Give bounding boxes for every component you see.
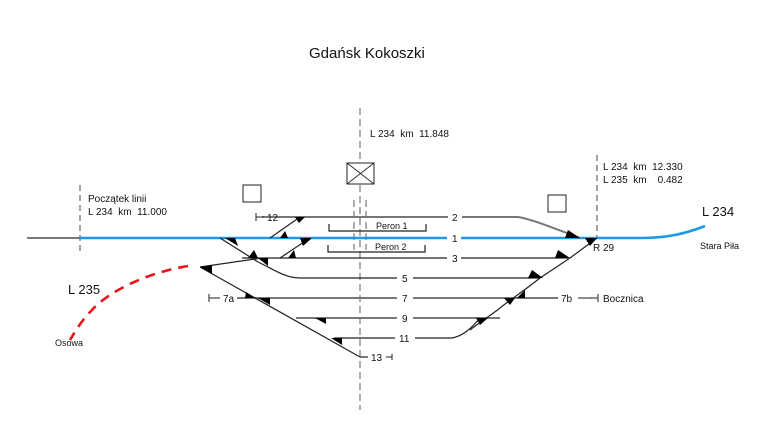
signal-r29-label: R 29: [593, 243, 615, 254]
signal-box-east-icon: [547, 194, 567, 213]
track-label-3: 3: [452, 254, 458, 265]
stara-pila-label: Stara Piła: [700, 241, 739, 251]
track-label-7b: 7b: [561, 294, 573, 305]
km-center-label: L 234 km 11.848: [370, 129, 449, 140]
crossover-1-3-west: [219, 237, 259, 263]
siding-label: Bocznica: [603, 294, 644, 305]
track-5: [257, 261, 540, 279]
line-l235-label: L 235: [68, 282, 100, 297]
track-label-11: 11: [399, 334, 410, 345]
switch-icon: [555, 250, 570, 258]
crossover-1-12: [269, 216, 301, 239]
km-end-label-2: L 235 km 0.482: [603, 175, 683, 186]
track-label-7a: 7a: [223, 294, 235, 305]
track-label-1: 1: [452, 234, 458, 245]
switch-icon: [245, 292, 255, 298]
switch-icon: [476, 318, 488, 325]
switch-icon: [200, 265, 212, 274]
track-label-5: 5: [402, 274, 408, 285]
osowa-label: Osowa: [55, 338, 83, 348]
switch-icon: [517, 290, 525, 298]
switch-icon: [331, 338, 342, 345]
km-end-label-1: L 234 km 12.330: [603, 162, 683, 173]
track-1-main-line: [80, 224, 706, 240]
switch-icon: [280, 231, 288, 238]
track-label-7: 7: [402, 294, 408, 305]
track-11: [334, 317, 481, 339]
platform-1-label: Peron 1: [376, 221, 408, 231]
switch-icon: [528, 270, 543, 278]
switch-icon: [225, 238, 238, 246]
diagonal-ladder-east: [469, 237, 598, 331]
diagonal-ladder-west: [199, 266, 361, 358]
switch-icon: [258, 258, 268, 266]
switch-icon: [585, 238, 597, 246]
switch-icon: [295, 217, 305, 223]
platform-1: [328, 224, 427, 232]
platform-2-label: Peron 2: [375, 242, 407, 252]
station-title: Gdańsk Kokoszki: [309, 45, 425, 62]
switch-icon: [315, 318, 326, 324]
line-l234-label: L 234: [702, 204, 734, 219]
platform-2: [327, 245, 426, 253]
km-start-label-2: L 234 km 11.000: [88, 207, 167, 218]
switch-icon: [258, 298, 270, 305]
switch-icon: [248, 250, 258, 258]
signal-box-west-icon: [242, 184, 262, 203]
switch-icon: [288, 250, 296, 258]
km-start-label-1: Początek linii: [88, 194, 146, 205]
line-l235-branch: [68, 264, 189, 341]
switch-icon: [300, 238, 312, 246]
station-building-icon: [346, 162, 375, 185]
switch-icon: [565, 230, 580, 238]
switch-icon: [504, 298, 515, 305]
track-label-2: 2: [452, 213, 458, 224]
track-label-13: 13: [371, 353, 383, 364]
track-label-9: 9: [402, 314, 408, 325]
track-label-12: 12: [267, 213, 279, 224]
track-2: [295, 216, 581, 239]
